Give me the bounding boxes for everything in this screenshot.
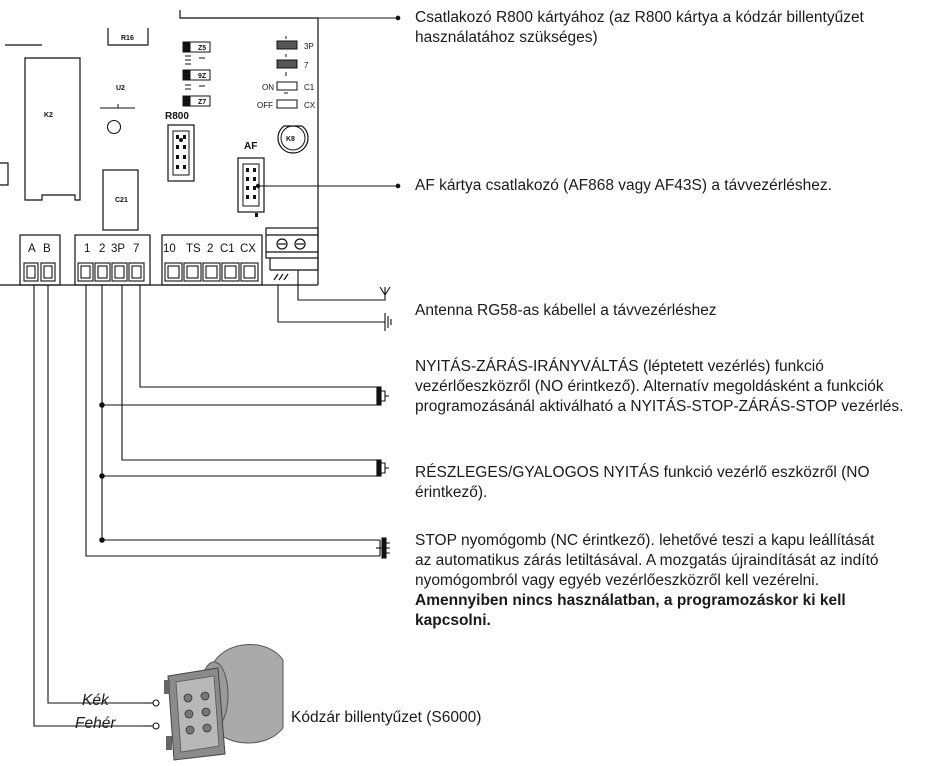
keypad-label: Kódzár billentyűzet (S6000) bbox=[291, 709, 482, 726]
component-label-z5: Z5 bbox=[198, 45, 206, 52]
annotation-open-close-line3: programozásánál aktiválható a NYITÁS-STO… bbox=[415, 398, 904, 415]
component-label-z7: Z7 bbox=[198, 99, 206, 106]
annotation-r800-line1: Csatlakozó R800 kártyához (az R800 kárty… bbox=[415, 9, 864, 26]
annotation-r800-line2: használatához szükséges) bbox=[415, 29, 598, 46]
push-button-nc-stop bbox=[376, 537, 390, 559]
push-button-no-1 bbox=[376, 386, 389, 406]
annotation-stop-line2: az automatikus zárás letiltásával. A moz… bbox=[415, 552, 879, 569]
jumper-on-label: ON bbox=[262, 83, 274, 92]
component-label-9z: 9Z bbox=[198, 73, 207, 80]
annotation-stop-warning-line2: kapcsolni. bbox=[415, 612, 491, 629]
capacitor-c21: K8 bbox=[277, 125, 309, 154]
annotation-partial-open: RÉSZLEGES/GYALOGOS NYITÁS funkció vezérl… bbox=[415, 463, 945, 503]
annotation-stop: STOP nyomógomb (NC érintkező). lehetővé … bbox=[415, 531, 943, 631]
af-connector: AF bbox=[237, 141, 265, 217]
relay-k2: C21 bbox=[102, 169, 139, 231]
component-label-u2: U2 bbox=[116, 85, 125, 92]
annotation-partial-open-line1: RÉSZLEGES/GYALOGOS NYITÁS funkció vezérl… bbox=[415, 464, 870, 481]
jumper-label-7: 7 bbox=[304, 61, 309, 70]
component-label-k8: K2 bbox=[44, 112, 53, 119]
annotation-stop-line3: nyomógombról vagy egyéb vezérlőeszközről… bbox=[415, 572, 820, 589]
relay-r16: R16 bbox=[121, 35, 134, 42]
annotation-antenna: Antenna RG58-as kábellel a távvezérléshe… bbox=[415, 302, 717, 319]
terminal-label-b: B bbox=[43, 243, 51, 255]
terminal-label-cx: CX bbox=[240, 243, 256, 255]
terminal-block-safety: 10 TS 2 C1 CX bbox=[161, 234, 263, 286]
annotation-stop-warning-line1: Amennyiben nincs használatban, a program… bbox=[415, 592, 846, 609]
wire-label-white: Fehér bbox=[75, 715, 116, 732]
jumper-block: 3P 7 C1 CX ON OFF bbox=[257, 36, 316, 110]
annotation-open-close: NYITÁS-ZÁRÁS-IRÁNYVÁLTÁS (léptetett vezé… bbox=[415, 357, 952, 417]
annotation-r800: Csatlakozó R800 kártyához (az R800 kárty… bbox=[415, 8, 945, 48]
keypad-wire-terminals bbox=[143, 699, 160, 730]
terminal-label-3p: 3P bbox=[111, 243, 125, 255]
keypad-device bbox=[164, 644, 284, 761]
af-label: AF bbox=[244, 141, 257, 152]
annotation-stop-line1: STOP nyomógomb (NC érintkező). lehetővé … bbox=[415, 532, 875, 549]
terminal-label-a: A bbox=[28, 243, 36, 255]
terminal-label-10: 10 bbox=[163, 243, 176, 255]
annotation-open-close-line1: NYITÁS-ZÁRÁS-IRÁNYVÁLTÁS (léptetett vezé… bbox=[415, 358, 824, 375]
component-label-k2: C21 bbox=[115, 197, 128, 204]
jumper-off-label: OFF bbox=[257, 101, 273, 110]
r800-connector: R800 bbox=[165, 111, 195, 182]
component-label-r16: R16 bbox=[121, 35, 134, 42]
terminal-block-controls: 1 2 3P 7 bbox=[74, 234, 151, 286]
wire-label-blue: Kék bbox=[82, 692, 109, 709]
jumper-label-cx: CX bbox=[304, 101, 316, 110]
relay-k8: K2 bbox=[24, 57, 81, 201]
jumper-label-3p: 3P bbox=[304, 42, 314, 51]
jumper-label-c1: C1 bbox=[304, 83, 315, 92]
terminal-label-1: 1 bbox=[84, 243, 90, 255]
terminal-block-ab: A B bbox=[19, 234, 61, 286]
terminal-label-2b: 2 bbox=[207, 243, 213, 255]
terminal-label-c1: C1 bbox=[220, 243, 235, 255]
antenna-terminal bbox=[265, 227, 319, 281]
annotation-af: AF kártya csatlakozó (AF868 vagy AF43S) … bbox=[415, 177, 832, 194]
terminal-label-ts: TS bbox=[186, 243, 201, 255]
annotation-partial-open-line2: érintkező). bbox=[415, 484, 488, 501]
terminal-label-2: 2 bbox=[99, 243, 105, 255]
push-button-no-2 bbox=[376, 459, 389, 477]
component-label-c21: K8 bbox=[286, 136, 295, 143]
r800-label: R800 bbox=[165, 111, 189, 122]
diode-column: Z5 9Z Z7 bbox=[182, 41, 211, 107]
wiring-lines bbox=[33, 15, 401, 727]
annotation-open-close-line2: vezérlőeszközről (NO érintkező). Alterna… bbox=[415, 378, 884, 395]
chip-u2: U2 bbox=[100, 85, 135, 135]
terminal-label-7: 7 bbox=[133, 243, 139, 255]
